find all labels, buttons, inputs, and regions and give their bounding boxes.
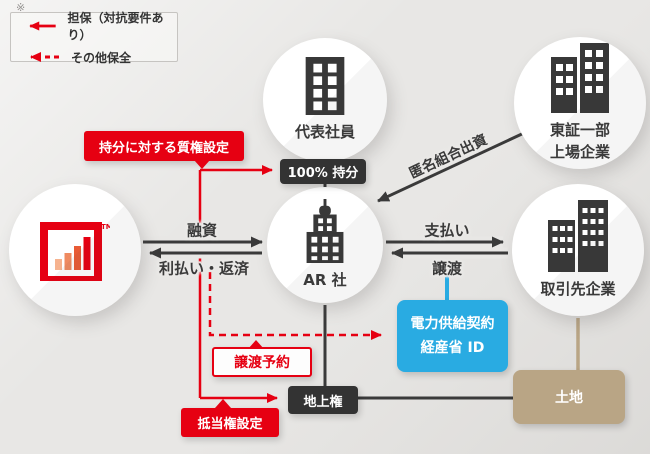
equity-share-box: 100% 持分 bbox=[280, 159, 366, 184]
silent-partnership-arrow bbox=[377, 131, 525, 203]
dashed-arrow-icon bbox=[30, 52, 59, 62]
power-contract-line2: 経産省 ID bbox=[420, 340, 485, 356]
mortgage-callout: 抵当権設定 bbox=[181, 399, 279, 437]
two-buildings-icon bbox=[548, 199, 608, 272]
surface-right-box: 地上権 bbox=[288, 386, 358, 414]
land-box: 土地 bbox=[513, 370, 625, 424]
tower-building-icon bbox=[306, 198, 344, 263]
node-label: AR 社 bbox=[303, 270, 347, 289]
assignment-label: 譲渡 bbox=[431, 259, 463, 278]
reservation-dashed-arrow-to-power-contract bbox=[208, 272, 382, 340]
legend-item-other-security: その他保全 bbox=[21, 49, 177, 66]
power-contract-line1: 電力供給契約 bbox=[410, 315, 495, 332]
assignment-reservation-label: 譲渡予約 bbox=[234, 355, 290, 371]
repayment-label: 利払い・返済 bbox=[158, 259, 250, 278]
assignment-reservation-callout: 譲渡予約 bbox=[212, 340, 312, 377]
trademark-text: TM bbox=[101, 223, 110, 231]
pledge-callout: 持分に対する質権設定 bbox=[84, 131, 244, 169]
node-lender: TM bbox=[9, 184, 141, 316]
node-representative: 代表社員 bbox=[263, 38, 387, 162]
legend-box: 担保（対抗要件あり） その他保全 bbox=[10, 9, 178, 65]
loan-label: 融資 bbox=[186, 221, 218, 240]
legend-other-security-label: その他保全 bbox=[71, 50, 132, 65]
solid-arrow-icon bbox=[29, 20, 56, 31]
building-icon bbox=[305, 56, 345, 115]
node-label-line1: 東証一部 bbox=[549, 120, 610, 139]
payment-label: 支払い bbox=[424, 221, 470, 240]
pledge-callout-label: 持分に対する質権設定 bbox=[98, 140, 229, 156]
mortgage-callout-label: 抵当権設定 bbox=[197, 417, 263, 432]
lender-logo-icon: TM bbox=[40, 222, 110, 281]
two-buildings-icon bbox=[551, 42, 609, 113]
legend-item-collateral: 担保（対抗要件あり） bbox=[21, 9, 177, 43]
node-partner-company: 取引先企業 bbox=[512, 184, 644, 316]
node-ar-company: AR 社 bbox=[267, 187, 383, 303]
node-listed-company: 東証一部 上場企業 bbox=[514, 37, 646, 169]
node-label: 代表社員 bbox=[294, 122, 355, 141]
power-contract-box: 電力供給契約 経産省 ID bbox=[397, 300, 508, 372]
node-label: 取引先企業 bbox=[540, 279, 616, 298]
note-mark: ※ bbox=[16, 1, 26, 14]
node-label-line2: 上場企業 bbox=[549, 142, 610, 161]
legend-collateral-label: 担保（対抗要件あり） bbox=[67, 10, 164, 42]
